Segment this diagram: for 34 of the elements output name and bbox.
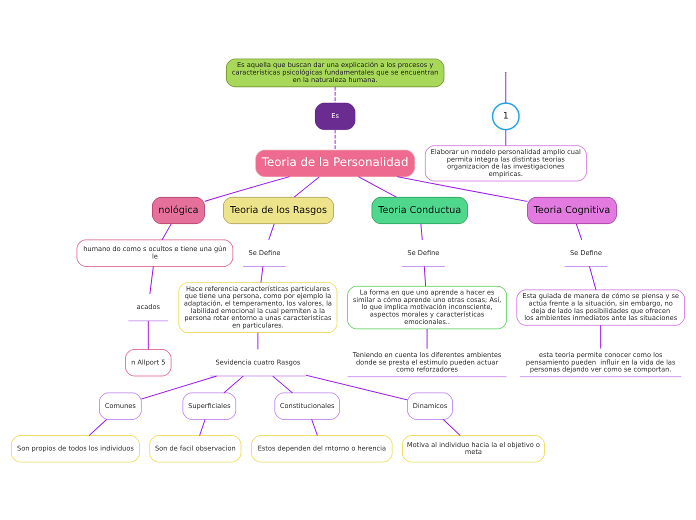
- connector: [149, 265, 154, 294]
- connector: [272, 375, 293, 393]
- node-box: Teoria de la Personalidad: [255, 149, 415, 176]
- connector: [148, 320, 149, 350]
- connector: [442, 418, 461, 436]
- connector: [424, 265, 426, 286]
- connector: [576, 222, 582, 240]
- connector: [311, 418, 318, 436]
- connector: [140, 375, 218, 399]
- connector: [426, 328, 428, 349]
- connector: [396, 176, 528, 202]
- connector: [305, 374, 408, 400]
- connector: [358, 176, 397, 198]
- connector: [260, 265, 264, 282]
- node-box: Teoria Cognitiva: [527, 196, 617, 224]
- connector: [294, 176, 320, 198]
- node-box: Teoria de los Rasgos: [222, 196, 334, 224]
- node-box: Teoria Conductua: [372, 196, 468, 224]
- connector: [588, 265, 596, 290]
- connector: [600, 324, 602, 348]
- connector: [223, 375, 244, 393]
- connector: [420, 222, 423, 240]
- connector: [505, 128, 506, 146]
- connector: [257, 332, 258, 350]
- connector: [162, 222, 172, 240]
- connector: [334, 128, 336, 150]
- connector: [505, 72, 506, 103]
- connector: [268, 222, 275, 240]
- connector: [334, 86, 336, 103]
- connector: [88, 418, 108, 436]
- node-circle: 1: [492, 102, 520, 130]
- connector: [204, 176, 290, 202]
- node-box: nológica: [152, 196, 205, 224]
- connector: [199, 418, 206, 436]
